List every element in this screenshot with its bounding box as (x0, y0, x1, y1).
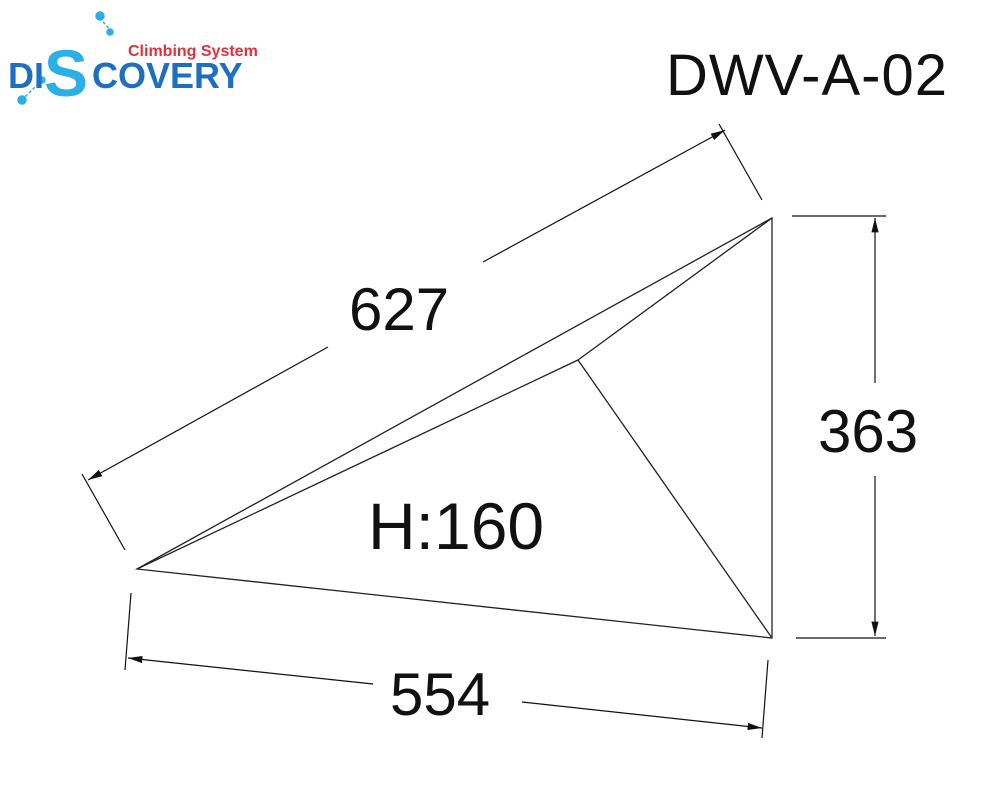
hold-outline (134, 216, 773, 639)
hold-ridge-top (577, 217, 773, 361)
dimension-right (792, 215, 886, 639)
dimension-hypotenuse (81, 123, 763, 551)
extension-line-left (81, 473, 126, 551)
dimension-line-627-b (482, 129, 726, 263)
hold-triangle (134, 216, 773, 639)
dimension-line-627-a (87, 346, 329, 481)
extension-line-bottom-left (124, 592, 132, 671)
extension-line-bottom-right (761, 659, 769, 739)
dimension-bottom (124, 592, 769, 739)
logo-network-icon (17, 11, 114, 105)
dimension-label-627: 627 (349, 276, 449, 343)
model-code: DWV-A-02 (666, 43, 948, 108)
discovery-logo: DI S COVERY Climbing System (8, 11, 258, 110)
height-label: H:160 (368, 489, 544, 563)
dimension-line-554-a (127, 655, 374, 685)
logo-text-s: S (44, 36, 88, 110)
logo-tagline: Climbing System (128, 43, 258, 60)
dimension-label-554: 554 (390, 661, 490, 728)
logo-text-left: DI (8, 55, 44, 96)
logo-text-right: COVERY (92, 55, 243, 96)
dimension-label-363: 363 (818, 398, 918, 465)
extension-line-top (718, 123, 763, 201)
dimension-line-554-b (521, 701, 763, 731)
